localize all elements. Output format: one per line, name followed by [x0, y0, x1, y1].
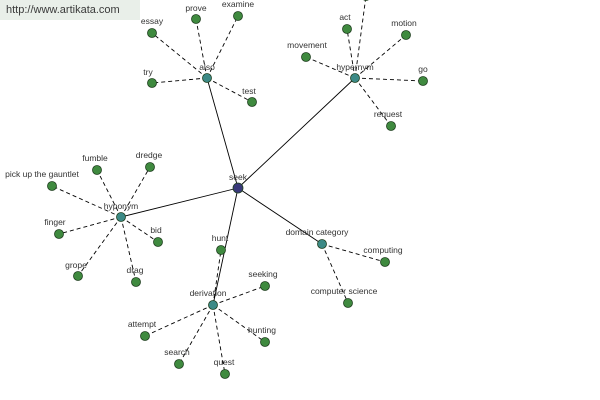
- node-label-finger: finger: [44, 217, 65, 227]
- leaf-node-computing[interactable]: [380, 257, 390, 267]
- edge-hyponym-finger: [58, 216, 122, 235]
- node-label-request: request: [374, 109, 403, 119]
- edge-seek-derivation: [212, 187, 239, 306]
- edge-also-examine: [206, 15, 239, 79]
- node-label-go: go: [418, 64, 428, 74]
- leaf-node-seeking[interactable]: [260, 281, 270, 291]
- leaf-node-bid[interactable]: [153, 237, 163, 247]
- node-label-test: test: [242, 86, 256, 96]
- leaf-node-search[interactable]: [174, 359, 184, 369]
- edge-domain-category-computer-science: [321, 243, 349, 304]
- edge-derivation-hunt: [212, 249, 222, 306]
- edge-also-essay: [151, 32, 208, 79]
- edge-domain-category-computing: [321, 243, 386, 263]
- edge-derivation-attempt: [144, 304, 214, 337]
- leaf-node-finger[interactable]: [54, 229, 64, 239]
- node-label-fumble: fumble: [82, 153, 108, 163]
- leaf-node-try[interactable]: [147, 78, 157, 88]
- edge-derivation-search: [178, 304, 214, 365]
- center-node-seek[interactable]: [232, 182, 244, 194]
- leaf-node-quest[interactable]: [220, 369, 230, 379]
- node-label-derivation: derivation: [190, 288, 227, 298]
- edge-also-try: [151, 77, 208, 84]
- leaf-node-grope[interactable]: [73, 271, 83, 281]
- nodes-layer: [47, 0, 428, 379]
- node-label-seeking: seeking: [248, 269, 278, 279]
- hub-node-derivation[interactable]: [208, 300, 218, 310]
- hub-node-hypernym-1[interactable]: [350, 73, 360, 83]
- node-label-seek: seek: [229, 172, 248, 182]
- node-label-hunting: hunting: [248, 325, 276, 335]
- edge-seek-domain-category: [237, 187, 323, 245]
- node-label-attempt: attempt: [128, 319, 157, 329]
- edge-hypernym-1-request: [354, 77, 392, 127]
- leaf-node-offscreen-top[interactable]: [362, 0, 371, 1]
- hub-node-hyponym[interactable]: [116, 212, 126, 222]
- leaf-node-dredge[interactable]: [145, 162, 155, 172]
- edge-derivation-seeking: [212, 285, 266, 306]
- edge-also-test: [206, 77, 253, 103]
- watermark-url: http://www.artikata.com: [0, 0, 140, 20]
- edge-also-prove: [195, 18, 208, 79]
- leaf-node-movement[interactable]: [301, 52, 311, 62]
- leaf-node-attempt[interactable]: [140, 331, 150, 341]
- node-label-pick-up-the-gauntlet: pick up the gauntlet: [5, 169, 79, 179]
- hub-node-domain-category[interactable]: [317, 239, 327, 249]
- node-label-hyponym: hyponym: [104, 201, 139, 211]
- node-label-prove: prove: [185, 3, 207, 13]
- edge-hypernym-1-movement: [305, 56, 356, 79]
- edge-hyponym-grope: [77, 216, 122, 277]
- node-label-domain-category: domain category: [286, 227, 350, 237]
- node-label-try: try: [143, 67, 153, 77]
- leaf-node-test[interactable]: [247, 97, 257, 107]
- node-label-dredge: dredge: [136, 150, 163, 160]
- node-label-also: also: [199, 62, 215, 72]
- edge-seek-hyponym: [120, 187, 239, 218]
- node-label-computer-science: computer science: [311, 286, 378, 296]
- edge-derivation-quest: [212, 304, 226, 375]
- node-label-hunt: hunt: [212, 233, 229, 243]
- node-label-act: act: [339, 12, 351, 22]
- leaf-node-act[interactable]: [342, 24, 352, 34]
- edge-hypernym-1-go: [354, 77, 424, 82]
- edge-hyponym-fumble: [96, 169, 122, 218]
- leaf-node-drag[interactable]: [131, 277, 141, 287]
- leaf-node-computer-science[interactable]: [343, 298, 353, 308]
- leaf-node-essay[interactable]: [147, 28, 157, 38]
- labels-layer: essay prove examine try test also act motion mov…: [5, 0, 428, 367]
- leaf-node-go[interactable]: [418, 76, 428, 86]
- leaf-node-hunting[interactable]: [260, 337, 270, 347]
- leaf-node-motion[interactable]: [401, 30, 411, 40]
- leaf-node-fumble[interactable]: [92, 165, 102, 175]
- hub-node-also[interactable]: [202, 73, 212, 83]
- node-label-grope: grope: [65, 260, 87, 270]
- edge-hyponym-dredge: [120, 166, 151, 218]
- leaf-node-hunt[interactable]: [216, 245, 226, 255]
- node-label-drag: drag: [126, 265, 143, 275]
- node-label-examine: examine: [222, 0, 254, 9]
- node-label-computing: computing: [363, 245, 402, 255]
- node-label-movement: movement: [287, 40, 327, 50]
- leaf-node-prove[interactable]: [191, 14, 201, 24]
- edge-seek-also: [206, 77, 239, 189]
- edge-seek-hypernym-1: [237, 77, 356, 189]
- edges-layer: [51, 0, 424, 375]
- node-label-quest: quest: [214, 357, 235, 367]
- edge-hyponym-bid: [120, 216, 159, 243]
- leaf-node-request[interactable]: [386, 121, 396, 131]
- node-label-search: search: [164, 347, 190, 357]
- node-label-bid: bid: [150, 225, 162, 235]
- node-label-motion: motion: [391, 18, 417, 28]
- node-label-essay: essay: [141, 16, 164, 26]
- leaf-node-examine[interactable]: [233, 11, 243, 21]
- node-label-hypernym-1: hypernym: [336, 62, 373, 72]
- leaf-node-pick-up-the-gauntlet[interactable]: [47, 181, 57, 191]
- edge-hypernym-1-act: [346, 28, 356, 79]
- edge-derivation-hunting: [212, 304, 266, 343]
- edge-hyponym-pick-up-the-gauntlet: [51, 185, 122, 218]
